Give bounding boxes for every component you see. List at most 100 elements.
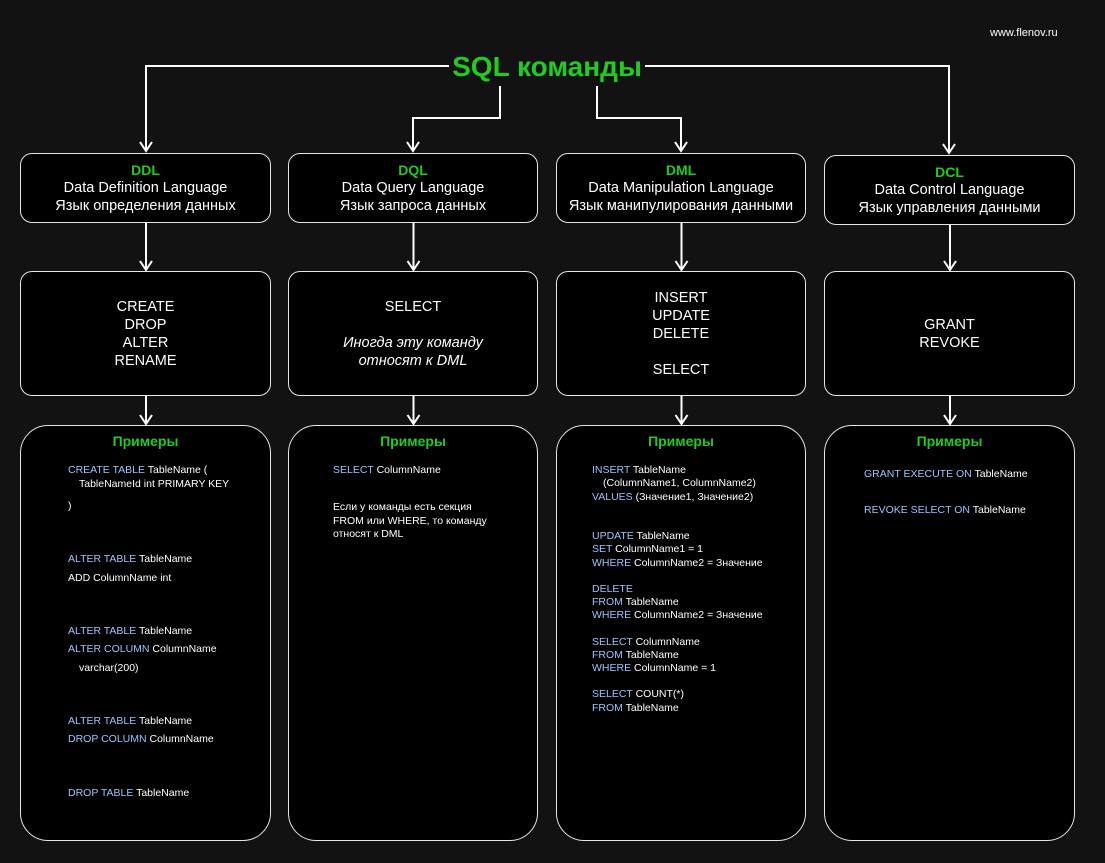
ddl-example-line: DROP TABLE TableName xyxy=(68,787,189,801)
sql-keyword: SELECT xyxy=(333,464,374,476)
dml-example-line: SELECT ColumnName xyxy=(592,636,700,650)
sql-text: TableName xyxy=(622,596,679,608)
sql-text: TableName xyxy=(630,464,686,476)
arrow-head-icon xyxy=(139,260,153,272)
dql-note-line: FROM или WHERE, то команду xyxy=(333,514,487,527)
dql-abbr: DQL xyxy=(398,162,428,178)
sql-text: TableName xyxy=(622,649,679,661)
ddl-example-line: DROP COLUMN ColumnName xyxy=(68,733,214,747)
sql-text: ColumnName xyxy=(373,464,441,476)
dml-example-line: (ColumnName1, ColumnName2) xyxy=(603,477,756,491)
dml-example-line: WHERE ColumnName2 = Значение xyxy=(592,609,763,623)
sql-keyword: ALTER TABLE xyxy=(68,553,137,565)
dql-name: Data Query Language xyxy=(341,180,485,196)
arrow-head-icon xyxy=(406,260,421,272)
diagram-title: SQL команды xyxy=(449,48,645,86)
dql-command xyxy=(289,316,537,334)
dml-example-line: VALUES (Значение1, Значение2) xyxy=(592,491,753,505)
sql-text: TableNameId int PRIMARY KEY xyxy=(79,478,230,490)
sql-text: varchar(200) xyxy=(79,662,139,674)
dql-command: Иногда эту команду xyxy=(343,334,483,351)
sql-keyword: CREATE TABLE xyxy=(68,464,146,476)
sql-text: TableName xyxy=(970,504,1026,516)
dcl-name: Data Control Language xyxy=(874,182,1025,198)
dml-example-line: WHERE ColumnName = 1 xyxy=(592,662,716,676)
sql-keyword: ALTER TABLE xyxy=(68,625,137,637)
ddl-example-line: ADD ColumnName int xyxy=(68,572,171,586)
sql-text: (Значение1, Значение2) xyxy=(632,491,754,503)
arrow-head-icon xyxy=(943,260,957,272)
dcl-examples-title: Примеры xyxy=(916,433,983,449)
ddl-example-line: TableNameId int PRIMARY KEY xyxy=(79,478,229,492)
sql-text: (ColumnName1, ColumnName2) xyxy=(603,477,756,489)
ddl-name-ru: Язык определения данных xyxy=(55,198,236,214)
sql-text: ColumnName2 = Значение xyxy=(631,557,763,569)
sql-keyword: VALUES xyxy=(592,491,633,503)
sql-text: TableName xyxy=(133,787,190,799)
dml-command xyxy=(557,343,805,361)
ddl-example-line: ALTER TABLE TableName xyxy=(68,625,192,639)
ddl-command: CREATE xyxy=(116,298,175,315)
dml-command: SELECT xyxy=(652,361,710,378)
sql-keyword: SET xyxy=(592,543,613,555)
ddl-command: DROP xyxy=(124,316,167,333)
title-to-dql-line xyxy=(412,78,501,150)
ddl-command: RENAME xyxy=(114,352,177,369)
dcl-command: REVOKE xyxy=(919,334,980,351)
dml-examples-title: Примеры xyxy=(648,433,714,449)
dml-command: DELETE xyxy=(652,325,710,342)
dml-abbr: DML xyxy=(665,162,697,178)
dql-note-line: относят к DML xyxy=(333,528,404,540)
sql-keyword: WHERE xyxy=(592,662,632,674)
dml-example-line: FROM TableName xyxy=(592,596,679,610)
dml-example-line: DELETE xyxy=(592,583,633,597)
dql-command: SELECT xyxy=(384,298,442,315)
dml-name: Data Manipulation Language xyxy=(588,180,774,196)
ddl-command: ALTER xyxy=(122,334,169,351)
sql-keyword: DROP COLUMN xyxy=(68,733,147,745)
sql-keyword: INSERT xyxy=(592,464,631,476)
arrow-head-icon xyxy=(943,414,957,426)
sql-text: TableName xyxy=(136,715,193,727)
site-url[interactable]: www.flenov.ru xyxy=(990,27,1058,39)
ddl-examples-title: Примеры xyxy=(112,433,179,449)
sql-keyword: WHERE xyxy=(592,557,632,569)
dml-example-line: INSERT TableName xyxy=(592,464,686,478)
dml-example-line: FROM TableName xyxy=(592,649,679,663)
arrow-head-icon xyxy=(406,141,420,153)
sql-text: TableName xyxy=(136,553,193,565)
ddl-example-line: ALTER TABLE TableName xyxy=(68,715,192,729)
dql-examples-title: Примеры xyxy=(380,433,446,449)
sql-text: ColumnName2 = Значение xyxy=(631,609,763,621)
dcl-example-line: GRANT EXECUTE ON TableName xyxy=(864,468,1028,482)
dql-example-line: SELECT ColumnName xyxy=(333,464,441,478)
dcl-example-line: REVOKE SELECT ON TableName xyxy=(864,504,1026,518)
title-to-dml-line xyxy=(596,78,682,150)
dql-name-ru: Язык запроса данных xyxy=(339,198,487,214)
dcl-abbr: DCL xyxy=(935,164,964,180)
title-to-ddl-line xyxy=(145,65,449,150)
sql-keyword: SELECT xyxy=(592,688,633,700)
sql-keyword: WHERE xyxy=(592,609,632,621)
sql-keyword: FROM xyxy=(592,702,623,714)
sql-text: ColumnName1 = 1 xyxy=(612,543,703,555)
ddl-example-line: ) xyxy=(68,500,72,514)
arrow-head-icon xyxy=(942,143,956,155)
title-to-dcl-line xyxy=(645,65,950,152)
sql-keyword: SELECT xyxy=(592,636,633,648)
ddl-abbr: DDL xyxy=(131,162,160,178)
dml-command: INSERT xyxy=(654,289,708,306)
sql-keyword: UPDATE xyxy=(592,530,634,542)
sql-keyword: REVOKE SELECT ON xyxy=(864,504,971,516)
